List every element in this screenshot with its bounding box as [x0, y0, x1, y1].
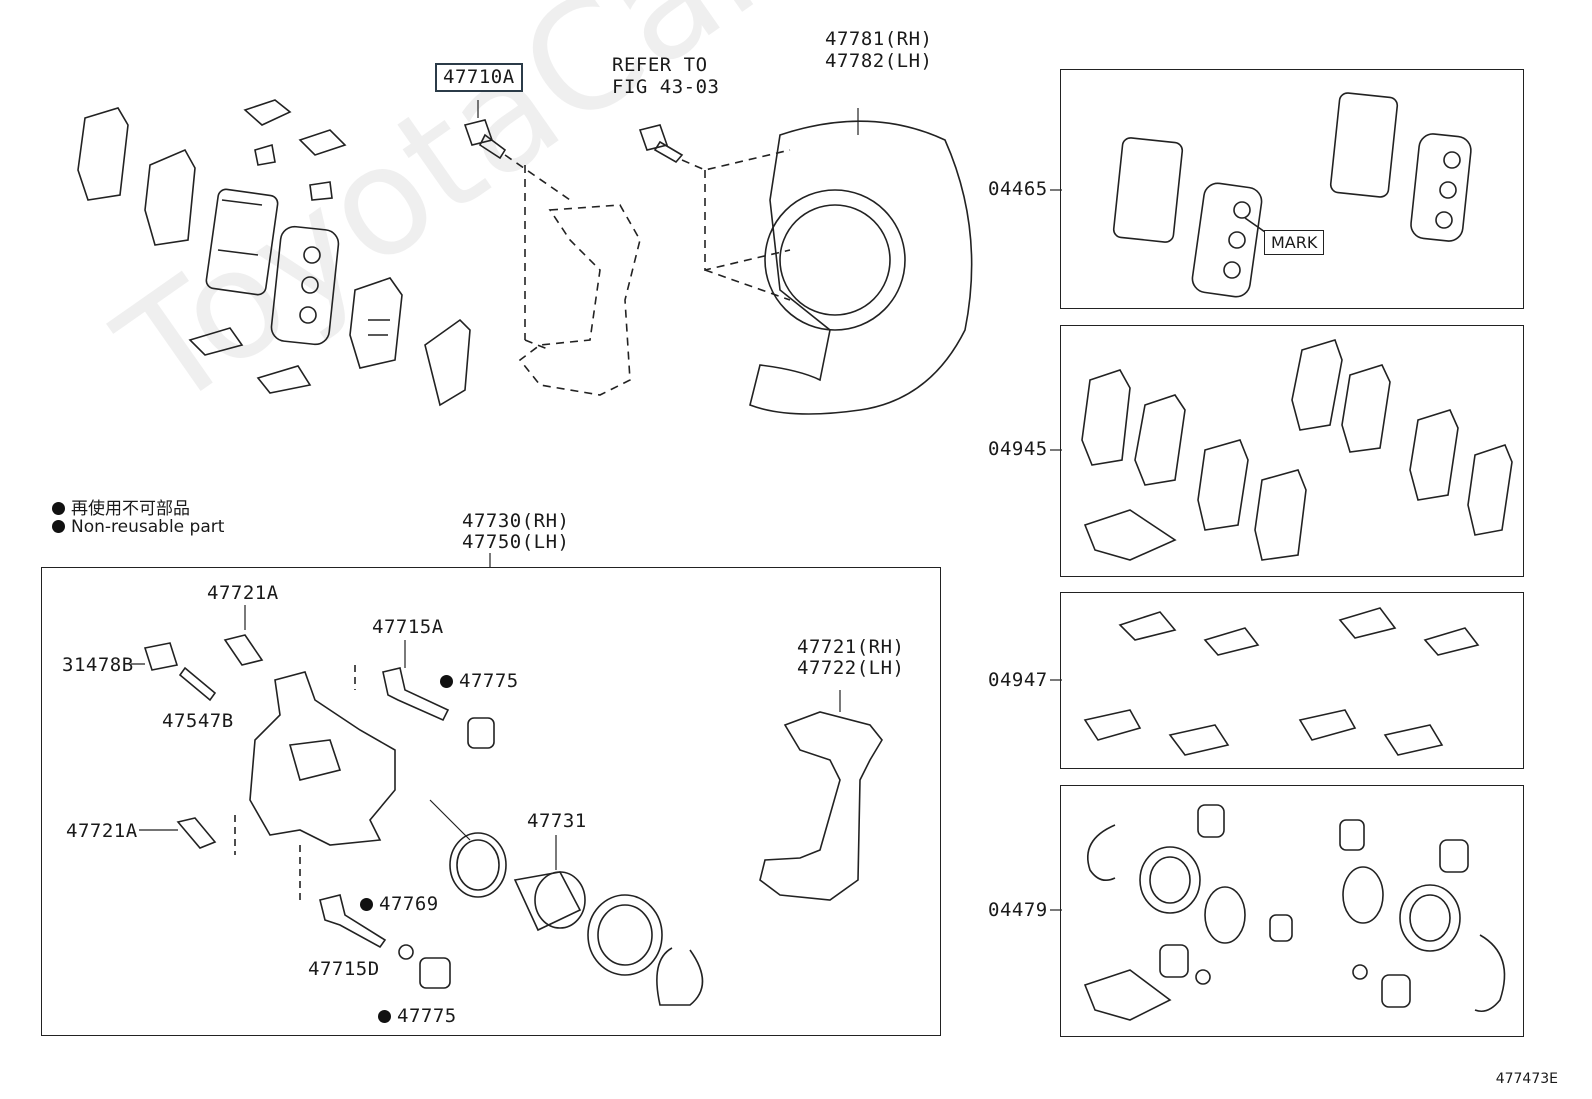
kit-box-seals — [1060, 785, 1524, 1037]
boot-lower-text: 47775 — [397, 1005, 457, 1027]
plug-label[interactable]: 47547B — [162, 710, 234, 732]
legend-en-text: Non-reusable part — [71, 517, 225, 537]
dust-cover-rh-label[interactable]: 47781(RH) — [825, 28, 933, 50]
pin-upper-label[interactable]: 47715A — [372, 616, 444, 638]
piston-label[interactable]: 47731 — [527, 810, 587, 832]
legend-jp-text: 再使用不可部品 — [71, 499, 190, 519]
part-label-caliper-bolt-highlighted[interactable]: 47710A — [435, 63, 523, 92]
caliper-bolt — [463, 100, 507, 160]
legend-en: Non-reusable part — [52, 517, 224, 537]
nonreusable-dot-icon — [52, 520, 65, 533]
nonreusable-dot-icon — [440, 675, 453, 688]
caliper-bolt-label: 47710A — [443, 66, 515, 88]
nonreusable-dot-icon — [52, 502, 65, 515]
nonreusable-dot-icon — [378, 1010, 391, 1023]
bushing-text: 47769 — [379, 893, 439, 915]
upper-pad-group — [77, 99, 471, 407]
boot-lower-label[interactable]: 47775 — [378, 1007, 457, 1026]
bleeder-cap-label[interactable]: 31478B — [62, 654, 134, 676]
refer-to-label: REFER TO — [612, 54, 708, 76]
figure-id: 477473E — [1495, 1071, 1558, 1087]
caliper-assembly-box — [41, 567, 941, 1036]
mounting-rh-label[interactable]: 47721(RH) — [797, 636, 905, 658]
bleeder-lower-label[interactable]: 47721A — [66, 820, 138, 842]
mark-text: MARK — [1271, 233, 1318, 252]
dust-cover-dashed-link — [681, 149, 791, 301]
dust-cover-lh-label[interactable]: 47782(LH) — [825, 50, 933, 72]
caliper-lh-label[interactable]: 47750(LH) — [462, 531, 570, 553]
kit-pads-label[interactable]: 04465 — [988, 178, 1048, 200]
bleeder-label[interactable]: 47721A — [207, 582, 279, 604]
kit-seals-label[interactable]: 04479 — [988, 899, 1048, 921]
bushing-label[interactable]: 47769 — [360, 895, 439, 914]
refer-bolt — [638, 124, 684, 164]
kit-pads-illustration — [1050, 92, 1472, 298]
kit-box-shims — [1060, 325, 1524, 577]
kit-box-pads — [1060, 69, 1524, 309]
torque-plate-dashed — [504, 154, 641, 396]
nonreusable-dot-icon — [360, 898, 373, 911]
boot-upper-label[interactable]: 47775 — [440, 672, 519, 691]
dust-cover — [749, 108, 973, 415]
kit-shims-label[interactable]: 04945 — [988, 438, 1048, 460]
legend-jp: 再使用不可部品 — [52, 494, 190, 519]
fig-ref-link[interactable]: FIG 43-03 — [612, 76, 720, 98]
boot-upper-text: 47775 — [459, 670, 519, 692]
kit-shims-illustration — [1050, 339, 1513, 561]
caliper-assembly — [131, 553, 883, 1006]
pin-lower-label[interactable]: 47715D — [308, 958, 380, 980]
caliper-rh-label[interactable]: 47730(RH) — [462, 510, 570, 532]
mounting-lh-label[interactable]: 47722(LH) — [797, 657, 905, 679]
kit-seals-illustration — [1050, 804, 1506, 1021]
kit-clips-label[interactable]: 04947 — [988, 669, 1048, 691]
kit-box-clips — [1060, 592, 1524, 769]
mark-callout: MARK — [1264, 230, 1325, 255]
kit-clips-illustration — [1050, 607, 1480, 756]
